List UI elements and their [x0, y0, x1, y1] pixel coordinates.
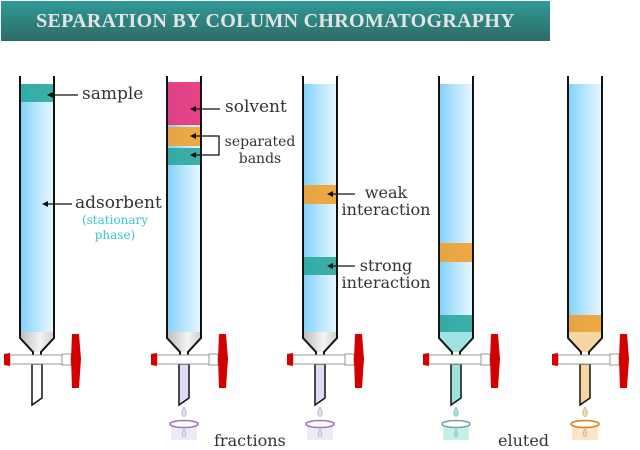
column-wall-left [19, 76, 34, 356]
outlet-stem [314, 363, 326, 407]
band-teal [21, 84, 54, 102]
stopcock-barrel [292, 354, 346, 365]
stopcock-joint [480, 353, 491, 366]
outlet-stem [450, 363, 462, 407]
stopcock-handle [490, 334, 500, 388]
column-wall-right [187, 76, 202, 356]
column-stage-3 [287, 76, 364, 440]
column-stage-5 [552, 76, 629, 440]
label-solvent: solvent [225, 97, 287, 117]
column-stage-4 [423, 76, 500, 440]
column-wall-left [438, 76, 453, 356]
funnel [568, 332, 602, 352]
beaker-drop [582, 428, 588, 438]
stopcock-cap-left [151, 353, 157, 366]
stopcock-cap-left [4, 353, 10, 366]
stopcock-cap-left [287, 353, 293, 366]
funnel [303, 332, 337, 352]
adsorbent-fill [303, 84, 337, 332]
stationary-line1: (stationary [81, 213, 149, 227]
stopcock-handle [619, 334, 629, 388]
stopcock-joint [61, 353, 72, 366]
stopcock-cap-left [423, 353, 429, 366]
stopcock-joint [609, 353, 620, 366]
drop [582, 406, 588, 418]
band-orange [168, 127, 201, 146]
beaker-rim [570, 419, 600, 429]
drop [317, 406, 323, 418]
adsorbent-fill [439, 84, 473, 332]
beaker-drop [317, 428, 323, 438]
adsorbent-fill [20, 84, 54, 332]
column-wall-right [588, 76, 603, 356]
label-adsorbent: adsorbent [75, 193, 162, 213]
stopcock-barrel [428, 354, 482, 365]
beaker-rim [305, 419, 335, 429]
stopcock-handle [354, 334, 364, 388]
arrow-band-teal-head [190, 152, 196, 158]
stopcock-barrel [557, 354, 611, 365]
label-eluted: eluted [498, 431, 550, 450]
stationary-line2: phase) [94, 228, 136, 242]
funnel [167, 332, 201, 352]
outlet-stem [579, 363, 591, 407]
stopcock-barrel [9, 354, 63, 365]
chromatography-columns [4, 76, 629, 440]
label-separated-bands: separated bands [223, 134, 297, 168]
arrow-weak-head [327, 191, 333, 197]
column-wall-left [567, 76, 582, 356]
separated-line1: separated [224, 134, 296, 150]
arrow-band-orange-head [190, 133, 196, 139]
column-wall-left [166, 76, 181, 356]
beaker-drop [453, 428, 459, 438]
adsorbent-fill [167, 84, 201, 332]
beaker-rim [169, 419, 199, 429]
arrow-sample-head [47, 92, 53, 98]
strong-line2: interaction [341, 273, 431, 292]
beaker-rim [441, 419, 471, 429]
column-stage-2 [151, 76, 228, 440]
adsorbent-fill [568, 84, 602, 332]
column-wall-right [323, 76, 338, 356]
drop [453, 406, 459, 418]
label-stationary-phase: (stationary phase) [80, 213, 150, 243]
column-wall-right [459, 76, 474, 356]
funnel [439, 332, 473, 352]
band-pink [168, 82, 201, 125]
funnel [20, 332, 54, 352]
separated-line2: bands [238, 151, 282, 167]
stopcock-handle [71, 334, 81, 388]
band-teal [304, 257, 337, 275]
column-wall-right [40, 76, 55, 356]
strong-line1: strong [359, 256, 413, 275]
stopcock-joint [208, 353, 219, 366]
stopcock-joint [344, 353, 355, 366]
stopcock-cap-left [552, 353, 558, 366]
weak-line1: weak [364, 183, 408, 202]
band-orange [569, 315, 602, 333]
label-sample: sample [82, 84, 144, 104]
beaker-drop [181, 428, 187, 438]
arrow-strong-head [327, 263, 333, 269]
weak-line2: interaction [341, 200, 431, 219]
column-wall-left [302, 76, 317, 356]
drop [181, 406, 187, 418]
stopcock-handle [218, 334, 228, 388]
stopcock-barrel [156, 354, 210, 365]
label-weak-interaction: weak interaction [338, 184, 434, 218]
band-orange [304, 185, 337, 204]
arrow-solvent-head [190, 106, 196, 112]
arrow-adsorbent-head [42, 201, 48, 207]
diagram-title: SEPARATION BY COLUMN CHROMATOGRAPHY [1, 1, 550, 41]
label-strong-interaction: strong interaction [338, 257, 434, 291]
label-fractions: fractions [214, 431, 286, 450]
bracket-separated [218, 135, 220, 156]
column-stage-1 [4, 76, 81, 407]
band-teal [440, 315, 473, 333]
outlet-stem [31, 363, 43, 407]
outlet-stem [178, 363, 190, 407]
band-teal [168, 148, 201, 165]
band-orange [440, 243, 473, 262]
